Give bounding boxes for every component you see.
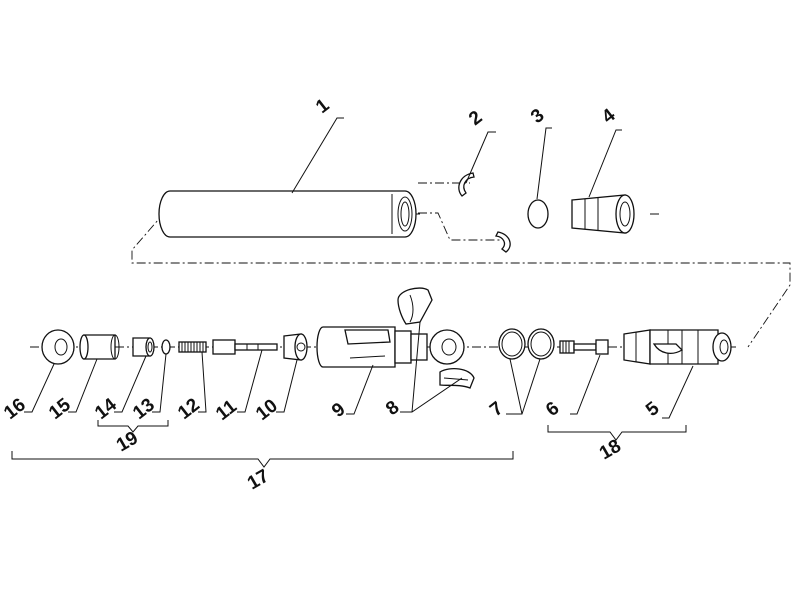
part-16-washer — [41, 329, 75, 365]
part-10-nut — [283, 333, 308, 361]
callout-6: 6 — [542, 398, 563, 421]
leader-lines — [24, 117, 694, 419]
part-2-split-washers — [458, 172, 511, 253]
callout-1: 1 — [312, 95, 334, 118]
part-4-sleeve — [571, 194, 635, 234]
part-9-body — [316, 326, 465, 368]
callout-10: 10 — [252, 395, 282, 425]
part-7-o-rings — [498, 328, 555, 360]
connection-path — [131, 211, 791, 348]
callout-8: 8 — [382, 397, 403, 420]
callout-16: 16 — [0, 394, 30, 424]
part-3-o-ring — [527, 199, 549, 229]
washer-alignment-path — [418, 182, 500, 241]
part-14-ring — [132, 337, 155, 357]
callout-2: 2 — [465, 107, 486, 130]
callout-17: 17 — [244, 466, 273, 495]
brace-17 — [11, 451, 514, 468]
callout-5: 5 — [642, 398, 664, 421]
callout-15: 15 — [45, 394, 75, 424]
callout-14: 14 — [91, 394, 121, 424]
part-13-small-o-ring — [161, 339, 171, 355]
part-5-coupler — [623, 329, 732, 365]
brace-19 — [97, 420, 169, 433]
part-8-clips — [397, 287, 475, 389]
callout-3: 3 — [527, 105, 548, 128]
part-1-tube — [158, 190, 417, 238]
part-11-plunger-pin — [212, 339, 278, 355]
callout-13: 13 — [129, 394, 159, 424]
part-6-valve-stem — [559, 339, 609, 355]
callout-11: 11 — [212, 396, 241, 425]
callout-12: 12 — [174, 394, 204, 424]
callout-7: 7 — [486, 398, 507, 421]
part-15-bushing — [79, 334, 120, 360]
brace-18 — [547, 425, 687, 441]
part-12-spring — [178, 341, 207, 353]
callout-18: 18 — [596, 436, 625, 465]
callout-9: 9 — [328, 399, 349, 422]
callout-19: 19 — [113, 428, 142, 457]
callout-4: 4 — [598, 105, 620, 128]
